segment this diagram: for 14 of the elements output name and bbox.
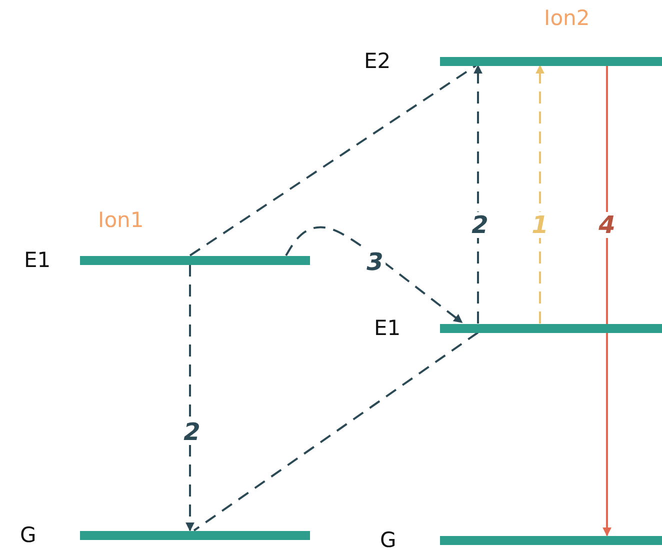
ion-label: Ion1	[98, 210, 144, 231]
level-label: E1	[374, 318, 401, 339]
level-label: G	[380, 530, 396, 550]
connector-line	[193, 332, 479, 532]
transition-arrow	[285, 226, 463, 324]
transition-arrow	[186, 264, 194, 532]
level-label: E2	[364, 51, 391, 72]
level-label: E1	[24, 250, 51, 271]
connector-line	[189, 64, 477, 256]
transition-arrow	[474, 64, 482, 324]
level-label: G	[20, 525, 36, 546]
transition-arrow	[602, 66, 612, 536]
ion-label: Ion2	[544, 8, 590, 29]
transition-arrow	[536, 64, 544, 324]
